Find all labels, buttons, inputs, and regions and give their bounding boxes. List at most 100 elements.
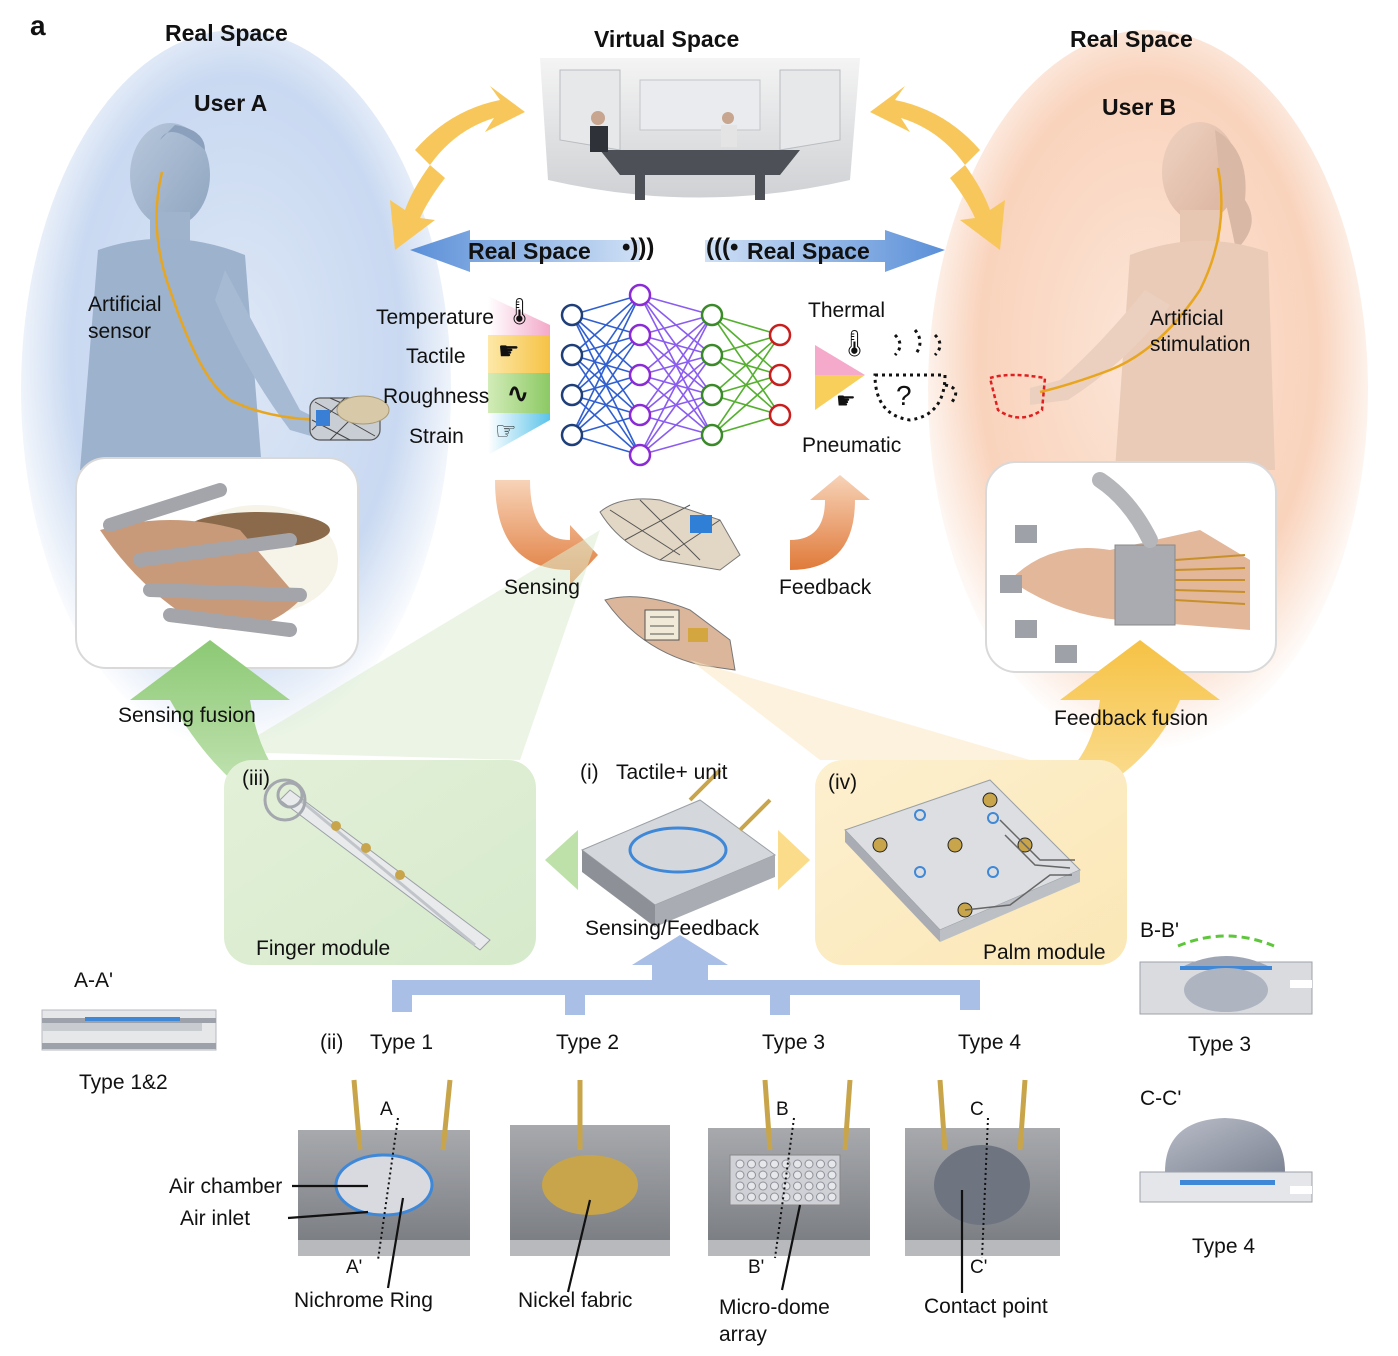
micro-dome [827,1181,837,1191]
artificial-stimulation-line2: stimulation [1150,333,1251,356]
header-real-space-right: Real Space [1070,26,1193,52]
distribution-bar [392,935,980,1015]
nn-edge [571,434,641,456]
tactile-unit-label: Tactile+ unit [616,761,728,784]
nn-edge [571,294,641,396]
link-arrow-right [870,86,1005,250]
pneumatic-hand-icon: ☛ [836,388,856,413]
nn-edge [639,314,713,336]
micro-dome [747,1170,756,1180]
nn-edge [571,294,641,436]
nn-edge [711,334,781,356]
strain-hand-icon: ☞ [495,418,517,445]
header-virtual-space: Virtual Space [594,26,740,52]
nn-edge [639,294,713,316]
micro-dome [735,1170,745,1180]
user-a-hand-card [75,457,359,669]
nn-node [628,283,652,307]
micro-dome [804,1181,814,1191]
wifi-left-icon: (((• [706,234,739,261]
contact-point-label: Contact point [924,1295,1048,1318]
section-marker-a: A [380,1099,393,1120]
micro-dome [758,1159,768,1169]
micro-dome [747,1159,756,1169]
module-tag-i: (i) [580,761,599,784]
palm-module-device [844,779,1081,942]
type2-chip [510,1080,670,1256]
section-marker-b-prime: B' [748,1257,765,1278]
arrow-label-real-space-right: Real Space [747,238,870,264]
micro-dome [735,1192,745,1202]
feedback-wedges [815,345,865,410]
micro-dome [827,1192,837,1202]
micro-dome [804,1159,814,1169]
nn-edge [711,334,781,436]
arrow-label-real-space-left: Real Space [468,238,591,264]
nn-edge [571,334,641,436]
micro-dome [758,1170,768,1180]
micro-dome [804,1192,814,1202]
module-tag-iii: (iii) [242,767,270,790]
nn-node [768,403,792,427]
air-inlet-label: Air inlet [180,1207,251,1230]
modality-temperature: Temperature [376,306,494,329]
nn-edge [711,374,781,436]
section-bb-drawing [1139,934,1313,1015]
micro-dome-label-line1: Micro-dome [719,1296,830,1319]
micro-dome [781,1159,791,1169]
neural-network [560,283,792,467]
micro-dome [816,1181,825,1191]
section-type3-label: Type 3 [1188,1033,1252,1056]
nn-node [560,383,584,407]
wifi-right-icon: •))) [622,234,655,261]
nn-edge [571,374,641,436]
nn-node [560,303,584,327]
micro-dome [758,1192,768,1202]
type3-chip [708,1079,870,1256]
header-real-space-left: Real Space [165,20,288,46]
nn-node [700,383,724,407]
leader-lines [287,1184,964,1293]
micro-dome [747,1192,756,1202]
nn-edge [639,434,713,456]
center-glove-feedback [604,596,736,671]
modality-roughness: Roughness [383,385,490,408]
artificial-sensor-line1: Artificial [88,293,162,316]
micro-dome [827,1170,837,1180]
nn-edge [639,314,713,456]
panel-letter: a [30,10,46,41]
nn-edge [639,314,713,376]
type3-label: Type 3 [762,1031,826,1054]
nn-edge [711,334,781,396]
micro-dome [816,1170,825,1180]
link-arrow-left [390,86,525,250]
section-cc-drawing [1139,1118,1313,1203]
micro-dome [770,1192,779,1202]
finger-module-label: Finger module [256,937,391,960]
micro-dome [793,1181,802,1191]
type4-chip [905,1079,1060,1256]
type1-label: Type 1 [370,1031,434,1054]
micro-dome [758,1181,768,1191]
nn-node [700,303,724,327]
air-chamber-label: Air chamber [169,1175,283,1198]
section-marker-a-prime: A' [346,1257,363,1278]
sensing-label: Sensing [504,576,580,599]
section-marker-b: B [776,1099,789,1120]
micro-dome [735,1159,745,1169]
section-aa-label: A-A' [74,969,114,992]
nn-node [628,443,652,467]
nn-edge [571,414,641,436]
micro-dome [816,1159,825,1169]
virtual-room-scene [540,58,860,200]
arrow-to-palm [778,830,810,890]
nn-node [628,403,652,427]
micro-dome [747,1181,756,1191]
sensing-feedback-label: Sensing/Feedback [585,917,759,940]
section-lines [377,1117,989,1261]
sensing-fusion-label: Sensing fusion [118,704,256,727]
nn-edge [639,394,713,456]
nn-node [628,323,652,347]
section-aa-drawing [41,1009,217,1051]
